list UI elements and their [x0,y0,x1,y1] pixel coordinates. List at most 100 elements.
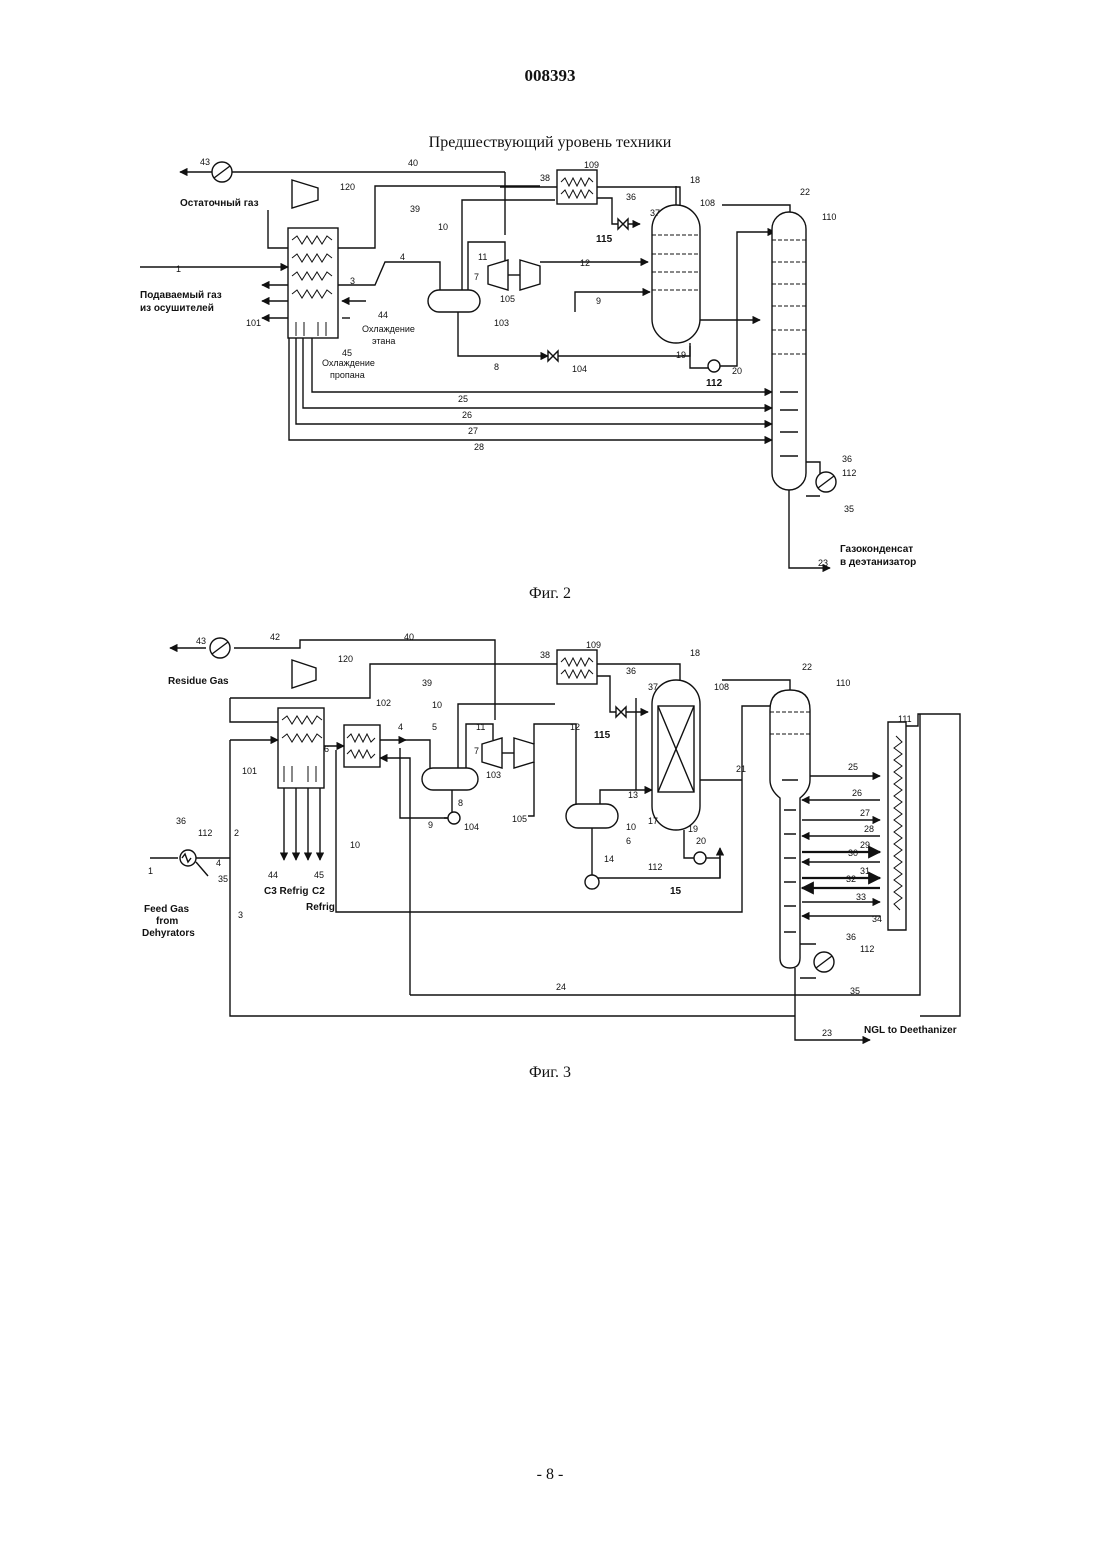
fig3-loop-left [230,698,278,722]
fig3-label-7: 7 [474,746,479,756]
fig3-column-108 [652,680,700,830]
fig3-label-2: 2 [234,828,239,838]
fig3-stream-23 [795,968,870,1040]
fig3-stream-24 [380,758,410,995]
fig3-stream-22 [722,680,790,690]
fig3-label-120: 120 [338,654,353,664]
fig3-stream-12 [534,724,576,804]
fig3-label-24: 24 [556,982,566,992]
fig3-separator-103 [422,768,478,790]
fig3-label-27: 27 [860,808,870,818]
fig3-label-6: 6 [324,744,329,754]
fig3-label-10c: 10 [350,840,360,850]
fig3-compressor-120 [292,660,316,688]
fig3-label-4: 4 [398,722,403,732]
fig3-label-36: 36 [626,666,636,676]
fig3-label-18: 18 [690,648,700,658]
fig3-caption: Фиг. 3 [0,1064,1100,1082]
fig3-label-20: 20 [696,836,706,846]
fig3-label-112a: 112 [198,828,212,838]
fig3-label-3: 3 [238,910,243,920]
fig3-label-102: 102 [376,698,391,708]
fig3-label-35: 35 [218,874,228,884]
fig3-valve-115 [616,707,626,717]
fig3-label-103: 103 [486,770,501,780]
fig3-label-39: 39 [422,678,432,688]
fig3-stream-10 [458,704,555,768]
fig3-label-42: 42 [270,632,280,642]
fig3-label-38: 38 [540,650,550,660]
fig3-air-cooler-43 [210,638,230,658]
fig3-label-32: 32 [846,874,856,884]
fig3-label-14: 14 [604,854,614,864]
fig3-label-6b: 6 [626,836,631,846]
fig3-label-29: 29 [860,840,870,850]
fig3-label-8: 8 [458,798,463,808]
fig3-label-115: 115 [594,730,611,741]
fig3-label-9: 9 [428,820,433,830]
fig3-label-33: 33 [856,892,866,902]
fig3-label-15: 15 [670,886,682,897]
fig3-label-112b: 112 [648,862,662,872]
fig3-label-111: 111 [898,714,912,724]
fig3-residue-label: Residue Gas [168,676,229,687]
fig3-stream-105 [528,762,534,816]
fig3-stream-13 [600,790,652,804]
fig3-label-40: 40 [404,632,414,642]
fig3-label-43: 43 [196,636,206,646]
page-number: - 8 - [0,1466,1100,1484]
fig3-label-105: 105 [512,814,527,824]
fig3-ngl-label: NGL to Deethanizer [864,1025,957,1036]
fig3-pump-14 [585,875,599,889]
fig3-label-11: 11 [476,722,485,732]
fig3-diagram: 43 42 40 120 Residue Gas 38 109 18 36 37… [0,0,1100,1100]
fig3-label-12: 12 [570,722,580,732]
fig3-c3-refrig-label: C3 Refrig [264,886,308,897]
fig3-label-31: 31 [860,866,870,876]
fig3-label-34: 34 [872,914,882,924]
fig3-stream-38 [230,664,557,698]
fig3-label-19: 19 [688,824,698,834]
fig3-side-exchanger-111 [888,714,960,1016]
fig3-label-13: 13 [628,790,638,800]
fig3-label-1: 1 [148,866,153,876]
fig3-label-104: 104 [464,822,479,832]
fig3-label-10b: 10 [626,822,636,832]
fig3-label-109: 109 [586,640,601,650]
fig3-label-23: 23 [822,1028,832,1038]
fig3-label-112c: 112 [860,944,874,954]
fig3-label-101: 101 [242,766,257,776]
fig3-label-26: 26 [852,788,862,798]
fig3-c2-refrig-label-2: Refrig [306,902,335,913]
fig3-heat-exchanger-101 [278,708,324,788]
fig3-label-44: 44 [268,870,278,880]
fig3-exchanger-112a [180,850,196,866]
fig3-expander-105 [482,738,534,768]
fig3-label-22: 22 [802,662,812,672]
fig3-label-4b: 4 [216,858,221,868]
fig3-label-5: 5 [432,722,437,732]
fig3-label-30: 30 [848,848,858,858]
fig3-separator-106 [566,804,618,828]
fig3-label-36b: 36 [176,816,186,826]
fig3-label-35b: 35 [850,986,860,996]
fig3-feed-label-3: Dehyrators [142,928,195,939]
fig3-pump-112a [694,852,706,864]
fig3-label-17: 17 [648,816,658,826]
fig3-feed-label-1: Feed Gas [144,904,189,915]
fig3-stream-36 [597,676,648,712]
fig3-c2-refrig-label-1: C2 [312,886,325,897]
fig3-column-110 [770,690,810,968]
fig3-label-37: 37 [648,682,658,692]
fig3-exchanger-102 [344,725,380,767]
fig3-label-28: 28 [864,824,874,834]
fig3-label-21: 21 [736,764,746,774]
fig3-label-110: 110 [836,678,850,688]
fig3-stream-4 [380,740,430,768]
fig3-label-36c: 36 [846,932,856,942]
fig3-exchanger-109 [557,650,597,684]
fig3-label-10: 10 [432,700,442,710]
fig3-feed-label-2: from [156,916,178,927]
fig3-label-25: 25 [848,762,858,772]
fig3-stream-19 [684,830,694,858]
